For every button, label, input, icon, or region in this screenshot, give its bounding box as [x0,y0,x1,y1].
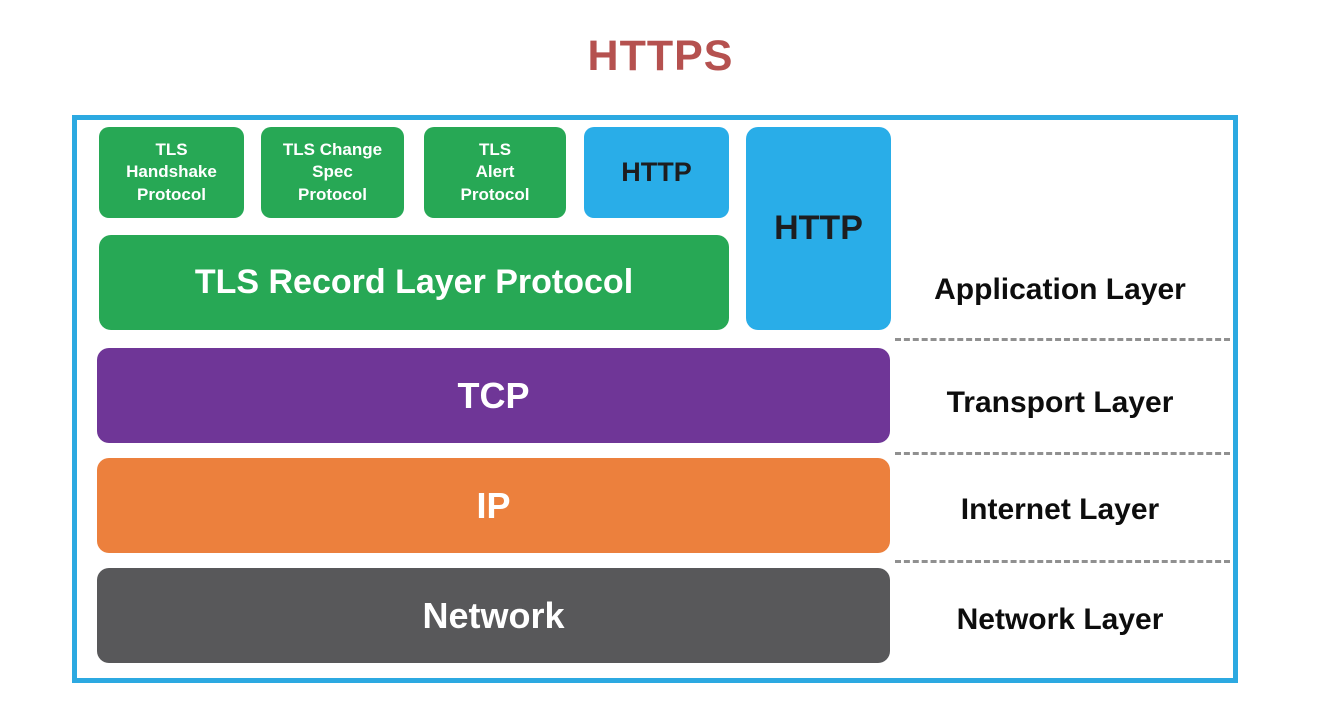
layer-label-internet: Internet Layer [960,493,1160,526]
layer-label-transport: Transport Layer [946,386,1174,419]
tls-record-layer-protocol-box: TLS Record Layer Protocol [99,235,729,330]
layer-divider-internet-network [895,560,1230,563]
tls-change-spec-protocol-box: TLS Change Spec Protocol [261,127,404,218]
ip-box: IP [97,458,890,553]
tls-alert-protocol-box: TLS Alert Protocol [424,127,566,218]
layer-divider-application-transport [895,338,1230,341]
http-plain-box: HTTP [746,127,891,330]
protocol-stack-container: TLS Handshake Protocol TLS Change Spec P… [72,115,1238,683]
layer-label-application: Application Layer [934,273,1186,306]
page-title: HTTPS [587,32,734,80]
layer-label-network: Network Layer [956,603,1164,636]
http-over-tls-box: HTTP [584,127,729,218]
tcp-box: TCP [97,348,890,443]
network-box: Network [97,568,890,663]
layer-divider-transport-internet [895,452,1230,455]
tls-handshake-protocol-box: TLS Handshake Protocol [99,127,244,218]
